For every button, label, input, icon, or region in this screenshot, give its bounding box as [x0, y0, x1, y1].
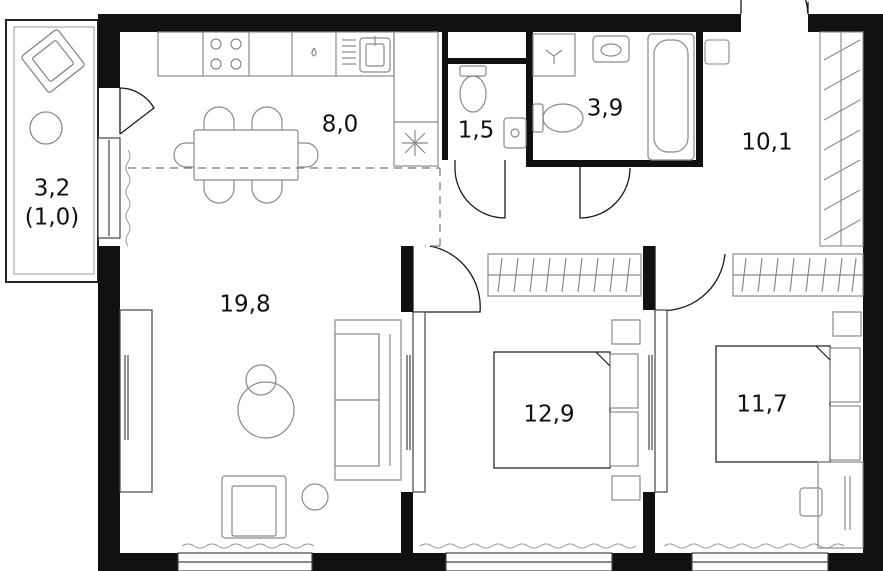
cooktop-icon	[210, 38, 242, 70]
kitchen-area-label: 8,0	[321, 111, 359, 138]
wall-left-upper	[98, 14, 120, 88]
bedroom-2-window	[648, 309, 668, 493]
entrance-door	[740, 0, 809, 15]
windows	[97, 137, 829, 571]
wardrobe-1	[487, 253, 642, 297]
nightstand-1	[611, 319, 641, 345]
bathtub-icon	[647, 33, 695, 161]
bathroom-fixtures	[532, 33, 695, 161]
bedroom-1-area-label: 12,9	[523, 401, 575, 428]
wc-area-label: 1,5	[457, 117, 495, 144]
wall-bottom-right	[828, 553, 883, 571]
wall-bottom-mid	[312, 553, 446, 571]
fan-icon	[402, 130, 428, 156]
balcony-area-label: 3,2 (1,0)	[25, 174, 80, 232]
wall-bedroom1-left-lower	[401, 492, 413, 571]
door-bedroom1	[412, 245, 481, 313]
door-bath	[579, 160, 631, 219]
wall-bedroom-divider-upper	[643, 246, 655, 310]
wall-bedroom1-left-upper	[401, 246, 413, 312]
wall-wc-top	[442, 58, 532, 64]
wall-top-right	[808, 14, 876, 32]
nightstand-3	[832, 311, 862, 337]
door-balcony	[119, 87, 155, 135]
living-area-label: 19,8	[219, 291, 271, 318]
wall-top	[98, 14, 741, 32]
side-table-icon	[301, 483, 329, 511]
walls	[98, 14, 883, 571]
wc-fixtures	[459, 65, 527, 149]
wall-wc-right	[526, 32, 533, 162]
small-sink-icon	[503, 117, 527, 149]
door-bedroom2	[654, 246, 726, 312]
dining-table-icon	[173, 106, 319, 204]
wardrobe-2	[732, 253, 864, 297]
bedroom-2-area-label: 11,7	[736, 391, 788, 418]
small-cabinet-icon	[704, 39, 730, 65]
balcony-area-secondary: (1,0)	[24, 204, 80, 230]
living-furniture	[221, 319, 402, 539]
balcony-inner-outline	[13, 26, 95, 275]
kitchen-side-counter	[393, 31, 439, 167]
bedroom-2-furniture	[715, 253, 864, 549]
balcony-outline	[5, 19, 99, 283]
sofa-icon	[334, 319, 402, 481]
bath-toilet-icon	[532, 103, 584, 133]
bedroom-1-furniture	[487, 253, 642, 501]
coffee-table-icon	[237, 364, 295, 439]
curtains	[125, 149, 845, 549]
washbasin-icon	[592, 35, 630, 63]
armchair-icon	[21, 29, 85, 93]
living-armchair-icon	[221, 475, 287, 539]
toilet-icon	[459, 65, 487, 113]
bedroom-1-window	[406, 311, 426, 493]
bed-2-icon	[715, 345, 861, 463]
wall-wc-left	[442, 32, 448, 160]
wall-bedroom-divider-lower	[643, 492, 655, 571]
wall-bottom-left	[98, 553, 178, 571]
wall-right	[863, 14, 883, 570]
door-wc	[454, 160, 506, 219]
wall-left-lower	[98, 246, 120, 570]
balcony	[5, 19, 99, 283]
bed-icon	[493, 351, 639, 469]
water-drop-icon	[311, 47, 317, 57]
round-table-icon	[29, 111, 63, 145]
kitchen-furniture	[157, 31, 439, 204]
wall-bath-bottom	[526, 160, 702, 167]
sink-icon	[359, 36, 391, 73]
window-living-left	[119, 309, 153, 493]
wall-bath-right	[696, 32, 703, 167]
zone-divider	[128, 167, 441, 247]
kitchen-counter	[157, 31, 395, 77]
hall-area-label: 10,1	[741, 129, 793, 156]
nightstand-2	[611, 475, 641, 501]
bathroom-area-label: 3,9	[586, 95, 624, 122]
hall-wardrobe	[704, 31, 864, 247]
washing-machine-icon	[532, 33, 576, 77]
dish-rack-icon	[342, 39, 356, 65]
desk-icon	[799, 461, 864, 549]
balcony-area: 3,2	[33, 175, 71, 202]
